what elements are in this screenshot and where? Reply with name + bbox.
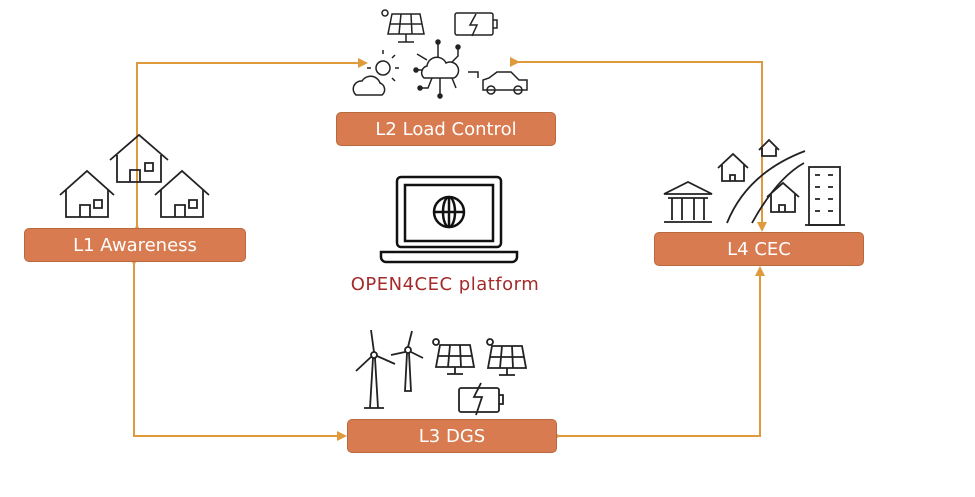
node-l2-load-control[interactable]: L2 Load Control: [336, 112, 556, 146]
node-l3-dgs[interactable]: L3 DGS: [347, 419, 557, 453]
laptop-globe-icon: [379, 175, 519, 264]
houses-icon: [59, 133, 210, 218]
arrow-l2-l4: [510, 57, 767, 232]
platform-label: OPEN4CEC platform: [350, 274, 540, 295]
sun-cloud-icon: [352, 50, 399, 96]
solar-panel-icon: [432, 338, 476, 375]
community-icon: [663, 138, 845, 226]
node-label: L1 Awareness: [73, 234, 197, 256]
solar-panel-icon: [486, 338, 528, 376]
load-control-icons: [352, 9, 528, 99]
battery-icon: [458, 382, 504, 416]
arrow-l3-l4: [551, 266, 765, 441]
renewables-icon: [355, 329, 528, 416]
node-label: L4 CEC: [727, 238, 791, 260]
node-label: L2 Load Control: [375, 118, 517, 140]
node-l1-awareness[interactable]: L1 Awareness: [24, 228, 246, 262]
wind-turbine-icon: [355, 329, 396, 409]
battery-icon: [454, 12, 498, 37]
solar-panel-icon: [381, 9, 425, 43]
wind-turbine-icon: [390, 330, 424, 392]
node-label: L3 DGS: [418, 425, 486, 447]
cloud-network-icon: [413, 39, 461, 99]
arrow-l1-l3: [129, 256, 347, 441]
arrow-l1-l2: [132, 58, 368, 234]
node-l4-cec[interactable]: L4 CEC: [654, 232, 864, 266]
electric-car-icon: [468, 71, 528, 95]
